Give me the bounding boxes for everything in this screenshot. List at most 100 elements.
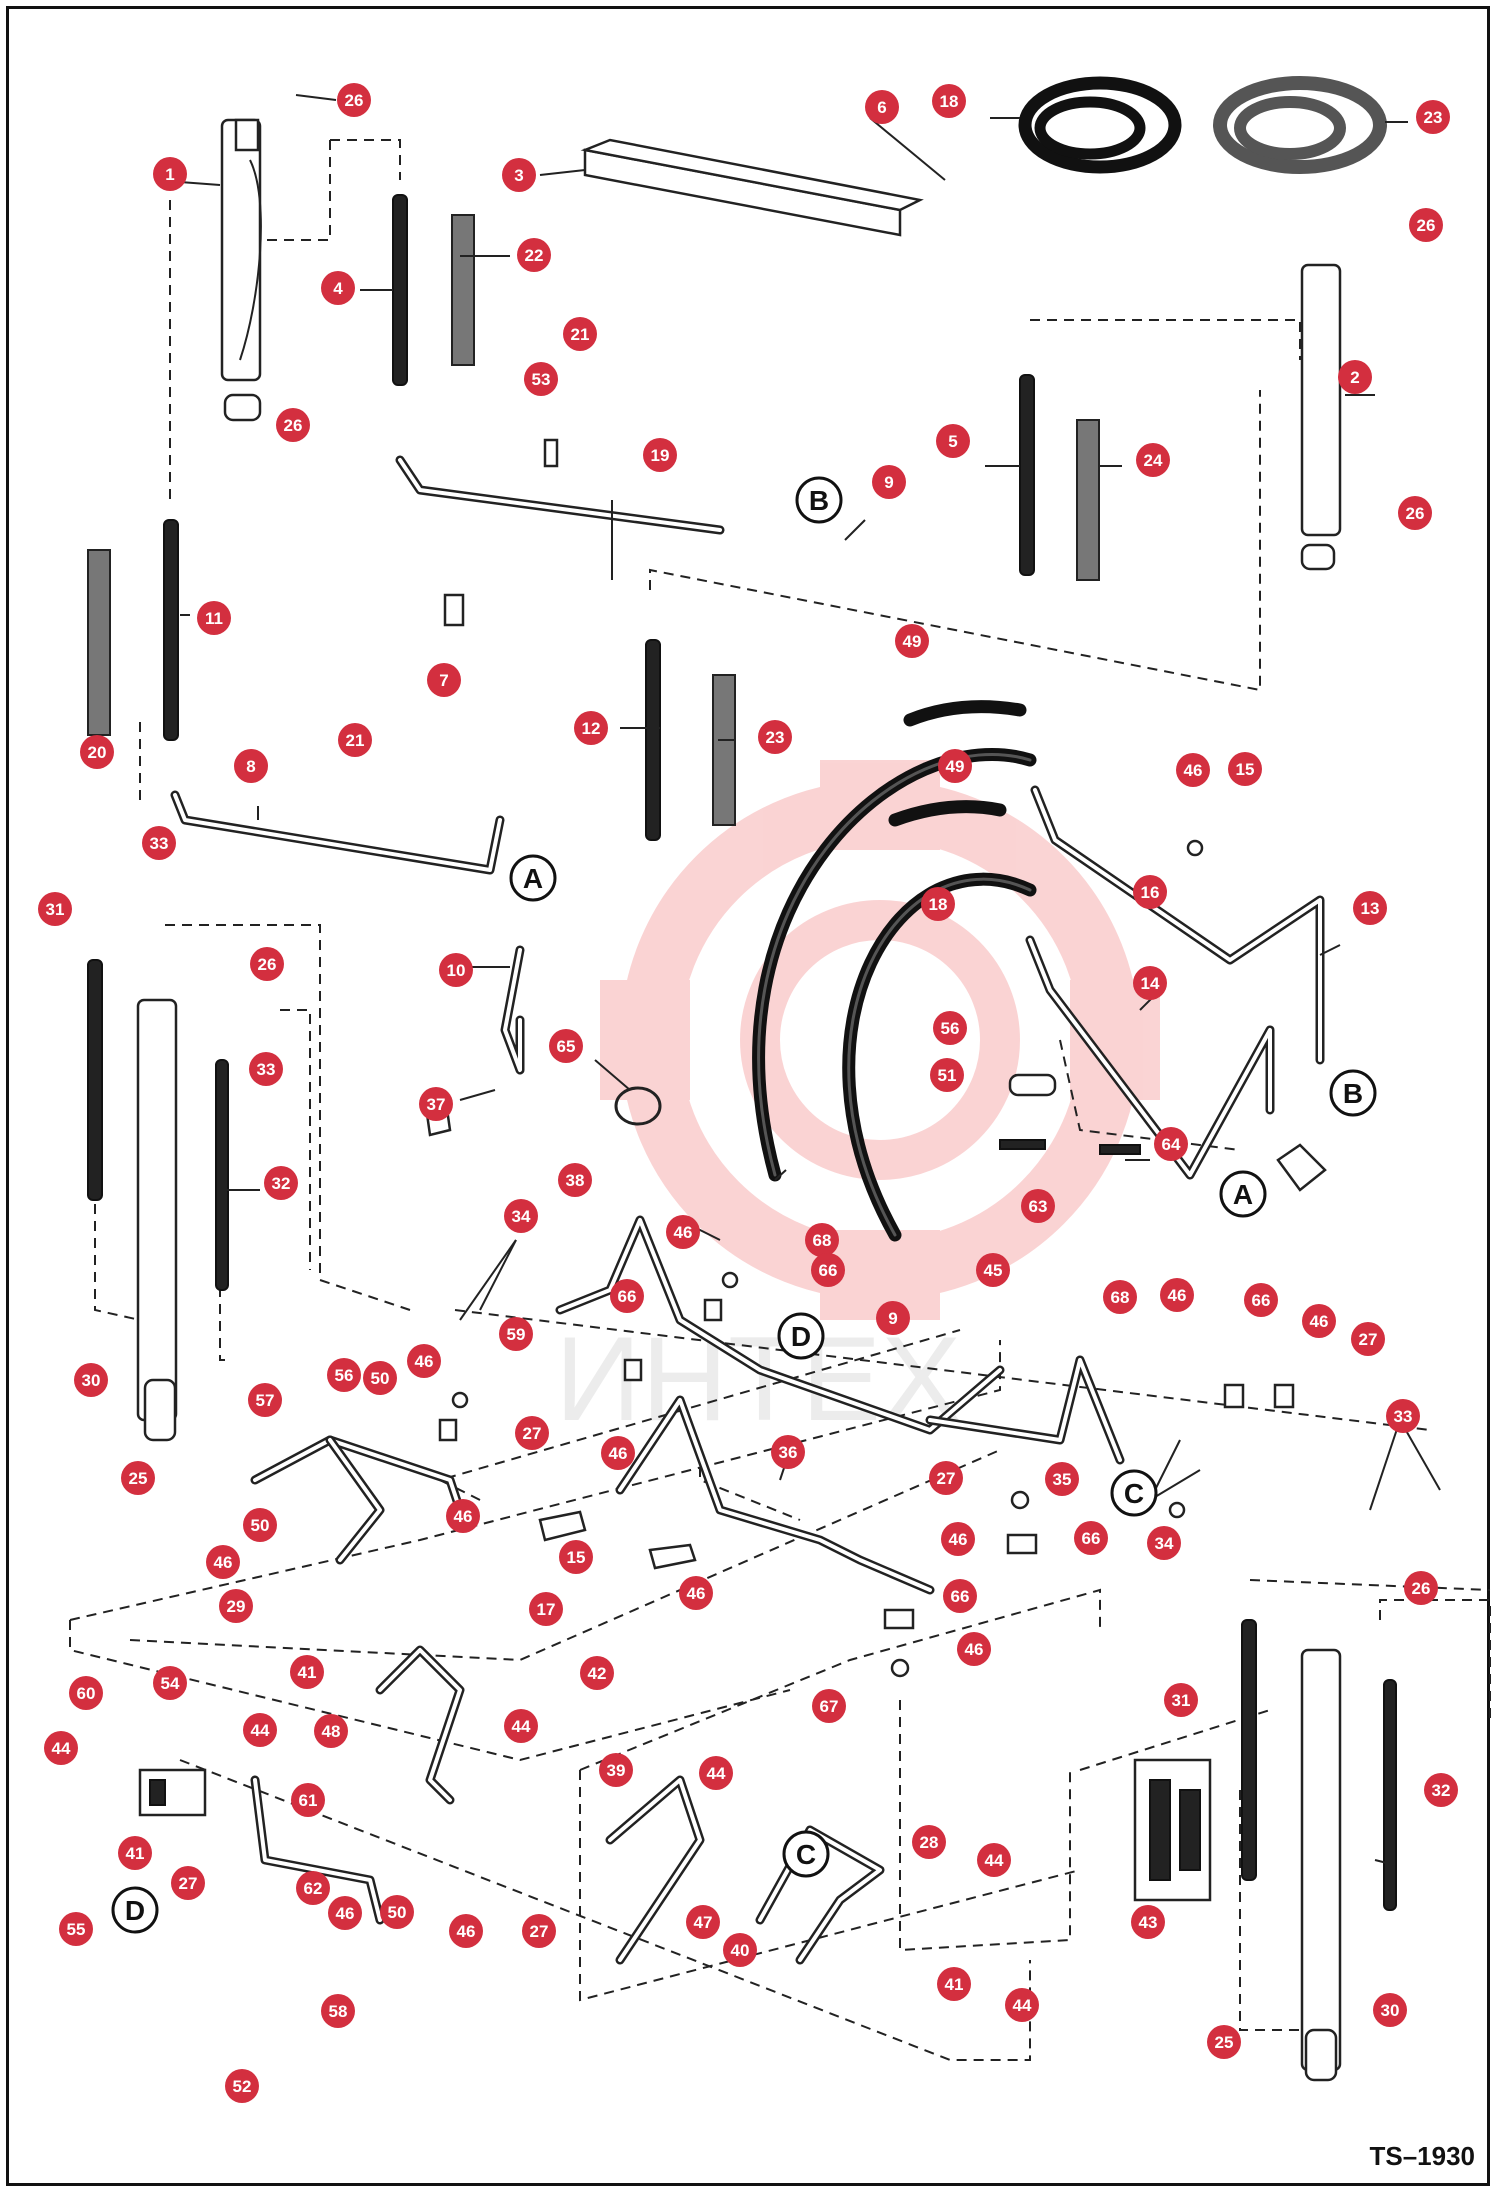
callout-number: 25 <box>129 1469 148 1488</box>
connection-marker-c-right: C <box>1110 1469 1158 1517</box>
svg-text:B: B <box>809 485 829 516</box>
callout-badge <box>1074 1521 1108 1555</box>
callout-46: 46 <box>1160 1278 1194 1312</box>
callout-number: 33 <box>257 1060 276 1079</box>
callout-46: 46 <box>206 1545 240 1579</box>
callout-badge <box>937 1967 971 2001</box>
callout-badge <box>1154 1127 1188 1161</box>
callout-57: 57 <box>248 1383 282 1417</box>
callout-18: 18 <box>932 84 966 118</box>
callout-number: 29 <box>227 1597 246 1616</box>
callout-badge <box>1404 1571 1438 1605</box>
callout-badge <box>805 1223 839 1257</box>
connection-marker-b-lower: B <box>1329 1069 1377 1117</box>
callout-51: 51 <box>930 1058 964 1092</box>
callout-46: 46 <box>449 1914 483 1948</box>
callout-badge <box>517 238 551 272</box>
callout-number: 66 <box>951 1587 970 1606</box>
callout-37: 37 <box>419 1087 453 1121</box>
callout-1: 1 <box>153 157 187 191</box>
callout-number: 43 <box>1139 1913 1158 1932</box>
callout-number: 25 <box>1215 2033 1234 2052</box>
callout-number: 24 <box>1144 451 1163 470</box>
callout-badge <box>118 1836 152 1870</box>
callout-number: 50 <box>388 1903 407 1922</box>
callout-67: 67 <box>812 1689 846 1723</box>
callout-number: 42 <box>588 1664 607 1683</box>
callout-badge <box>1045 1462 1079 1496</box>
callout-27: 27 <box>515 1416 549 1450</box>
callout-badge <box>1244 1283 1278 1317</box>
callout-number: 46 <box>965 1640 984 1659</box>
callout-badge <box>1409 208 1443 242</box>
callout-15: 15 <box>1228 752 1262 786</box>
callout-badge <box>1133 875 1167 909</box>
callout-number: 66 <box>1082 1529 1101 1548</box>
callout-badge <box>1228 752 1262 786</box>
callout-49: 49 <box>938 749 972 783</box>
svg-text:B: B <box>1343 1078 1363 1109</box>
callout-number: 30 <box>82 1371 101 1390</box>
callout-2: 2 <box>1338 360 1372 394</box>
coil-18 <box>1018 76 1182 174</box>
callout-badge <box>549 1029 583 1063</box>
callout-badge <box>933 1011 967 1045</box>
callout-number: 44 <box>707 1764 726 1783</box>
callout-number: 12 <box>582 719 601 738</box>
callout-number: 13 <box>1361 899 1380 918</box>
callout-26: 26 <box>337 83 371 117</box>
callout-number: 26 <box>258 955 277 974</box>
callout-number: 21 <box>346 731 365 750</box>
callout-number: 11 <box>205 609 223 628</box>
callout-52: 52 <box>225 2069 259 2103</box>
callout-badge <box>666 1215 700 1249</box>
diagram-frame <box>6 6 1490 2186</box>
callout-number: 46 <box>1310 1312 1329 1331</box>
callout-badge <box>865 90 899 124</box>
callout-badge <box>59 1912 93 1946</box>
callout-65: 65 <box>549 1029 583 1063</box>
callout-badge <box>250 947 284 981</box>
callout-badge <box>407 1344 441 1378</box>
callout-number: 26 <box>284 416 303 435</box>
callout-number: 46 <box>336 1904 355 1923</box>
callout-number: 20 <box>88 743 107 762</box>
callout-54: 54 <box>153 1666 187 1700</box>
callout-badge <box>314 1714 348 1748</box>
callout-number: 38 <box>566 1171 585 1190</box>
callout-badge <box>976 1253 1010 1287</box>
callout-number: 30 <box>1381 2001 1400 2020</box>
callout-48: 48 <box>314 1714 348 1748</box>
callout-number: 26 <box>1417 216 1436 235</box>
callout-49: 49 <box>895 624 929 658</box>
callout-badge <box>563 317 597 351</box>
callout-badge <box>197 601 231 635</box>
callout-number: 18 <box>940 92 959 111</box>
callout-number: 37 <box>427 1095 446 1114</box>
svg-text:D: D <box>125 1895 145 1926</box>
callout-number: 50 <box>371 1369 390 1388</box>
callout-badge <box>771 1435 805 1469</box>
callout-number: 22 <box>525 246 544 265</box>
callout-badge <box>610 1279 644 1313</box>
rail-3 <box>580 138 924 237</box>
callout-27: 27 <box>929 1461 963 1495</box>
callout-number: 58 <box>329 2002 348 2021</box>
callout-badge <box>930 1058 964 1092</box>
callout-badge <box>38 892 72 926</box>
callout-66: 66 <box>610 1279 644 1313</box>
callout-number: 2 <box>1350 368 1359 387</box>
callout-badge <box>153 1666 187 1700</box>
callout-badge <box>1103 1280 1137 1314</box>
callout-9: 9 <box>876 1301 910 1335</box>
callout-number: 44 <box>512 1717 531 1736</box>
callout-22: 22 <box>517 238 551 272</box>
callout-44: 44 <box>699 1756 733 1790</box>
callout-38: 38 <box>558 1163 592 1197</box>
leader-lines <box>179 94 1441 1866</box>
callout-41: 41 <box>290 1655 324 1689</box>
callout-25: 25 <box>1207 2025 1241 2059</box>
callout-badge <box>504 1709 538 1743</box>
callout-badge <box>1302 1304 1336 1338</box>
